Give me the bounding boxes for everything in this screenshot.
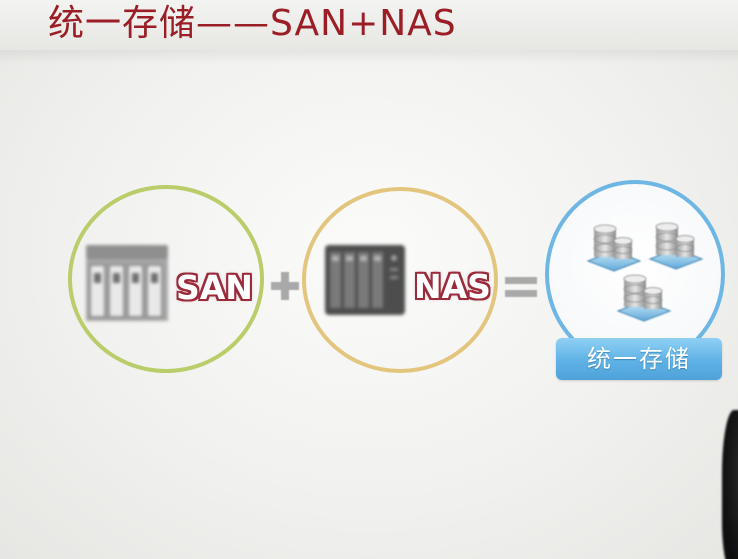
database-server-icon xyxy=(586,222,704,322)
slide-title: 统一存储——SAN+NAS xyxy=(48,3,457,44)
presenter-silhouette xyxy=(722,410,738,559)
san-storage-array-icon xyxy=(86,245,168,321)
header-shadow xyxy=(0,50,738,64)
plus-icon xyxy=(271,272,299,300)
header-band xyxy=(0,0,738,50)
san-label: SAN xyxy=(176,268,253,307)
nas-label: NAS xyxy=(414,267,491,306)
equals-icon xyxy=(505,277,537,297)
nas-ring xyxy=(302,187,498,373)
nas-storage-box-icon xyxy=(325,245,405,315)
san-ring xyxy=(68,185,264,373)
unified-storage-badge: 统一存储 xyxy=(556,338,722,380)
unified-storage-ring xyxy=(545,180,725,368)
